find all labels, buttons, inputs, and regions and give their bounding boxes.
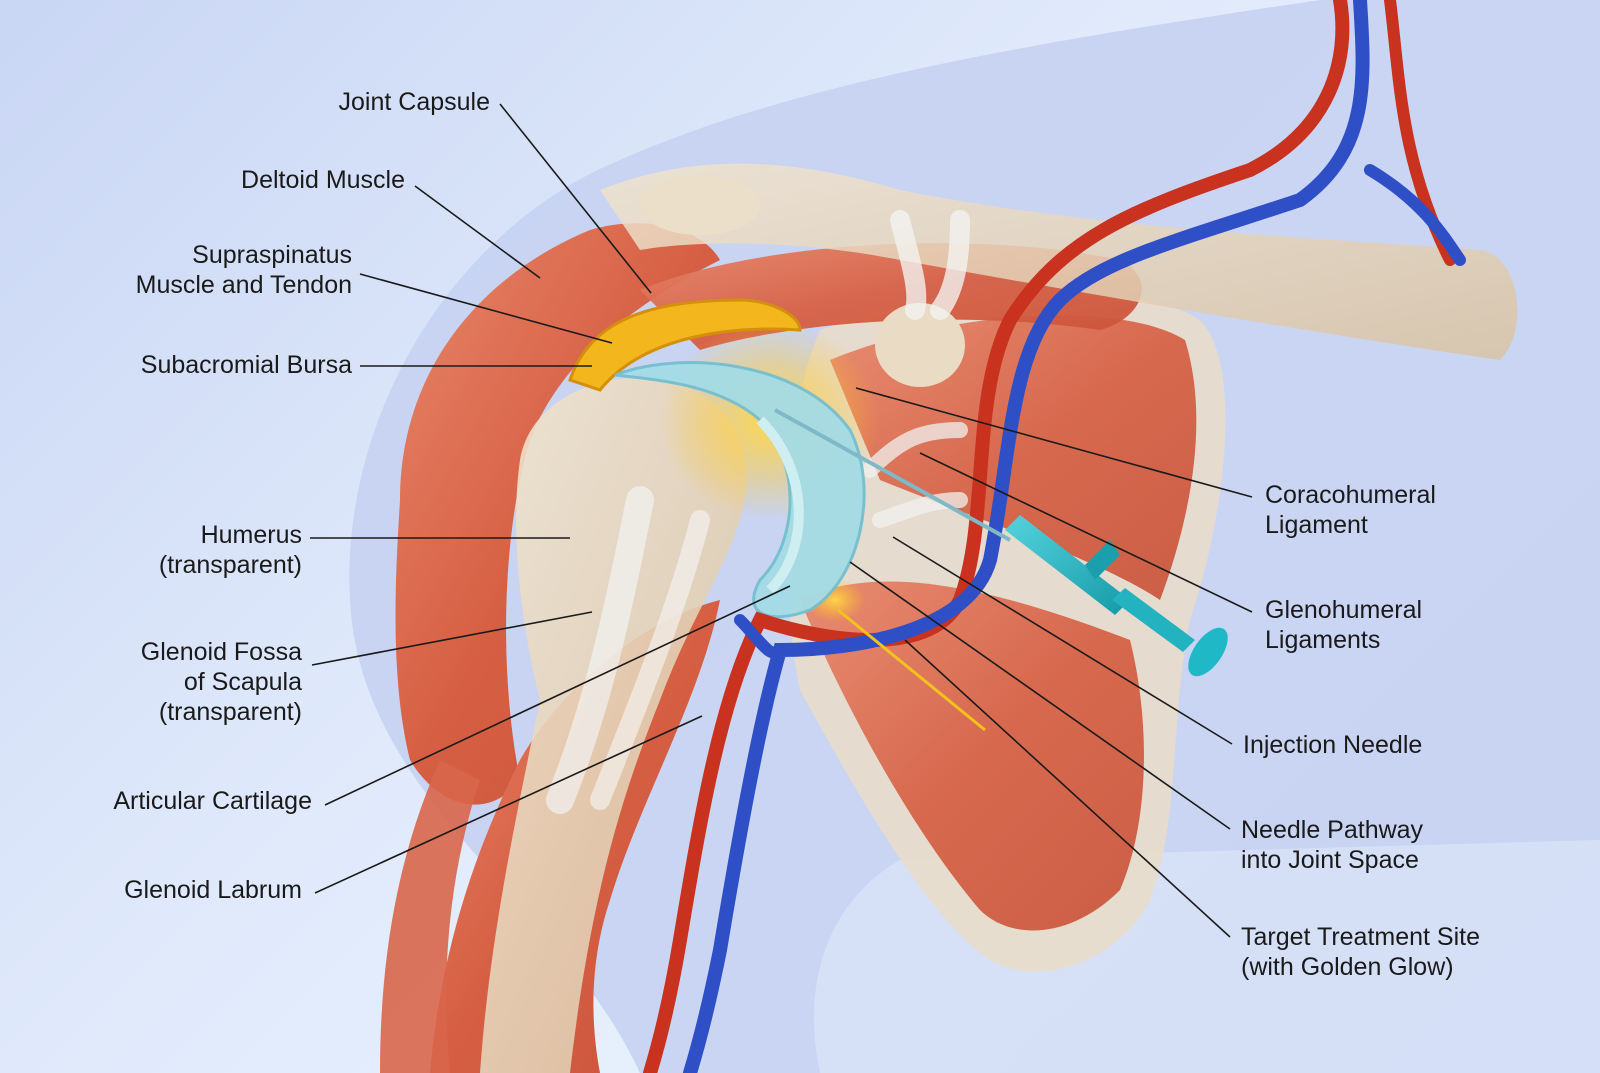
vein-branch-2 (734, 614, 786, 659)
tendon-shape (546, 486, 654, 814)
leader-lines (310, 103, 1253, 938)
tendon-shape-2 (590, 510, 710, 810)
acromion-bone (640, 175, 760, 235)
humerus-bone (480, 378, 747, 1073)
label-glenoid-fossa: Glenoid Fossa of Scapula (transparent) (140, 638, 302, 726)
syringe (1005, 515, 1228, 677)
ligament-strands-2 (862, 422, 968, 528)
labrum-shape (756, 416, 804, 594)
ligament-strands (890, 210, 970, 320)
arm-muscle-shape-2 (380, 760, 480, 1073)
label-subacromial-bursa: Subacromial Bursa (140, 351, 352, 379)
label-coracohumeral-ligament: Coracohumeral Ligament (1265, 481, 1436, 539)
label-injection-needle: Injection Needle (1243, 731, 1423, 759)
label-needle-pathway: Needle Pathway into Joint Space (1241, 816, 1424, 874)
label-supraspinatus: Supraspinatus Muscle and Tendon (135, 241, 352, 299)
vein-branch (1364, 164, 1466, 266)
teres-muscle (800, 581, 1144, 931)
label-glenohumeral-ligaments: Glenohumeral Ligaments (1265, 596, 1423, 654)
label-target-site: Target Treatment Site (with Golden Glow) (1241, 923, 1481, 981)
label-glenoid-labrum: Glenoid Labrum (124, 876, 302, 904)
needle-pathway-line (837, 608, 986, 732)
coracoid-process (875, 303, 965, 387)
label-joint-capsule: Joint Capsule (338, 88, 490, 116)
needle-shaft (774, 408, 1011, 542)
artery-vessel (643, 0, 1350, 1073)
label-deltoid-muscle: Deltoid Muscle (241, 166, 405, 194)
label-articular-cartilage: Articular Cartilage (113, 787, 312, 815)
label-humerus: Humerus (transparent) (158, 521, 302, 579)
bursa-shape (568, 298, 802, 392)
vein-vessel (683, 0, 1370, 1073)
deltoid-muscle-shape (395, 223, 720, 805)
